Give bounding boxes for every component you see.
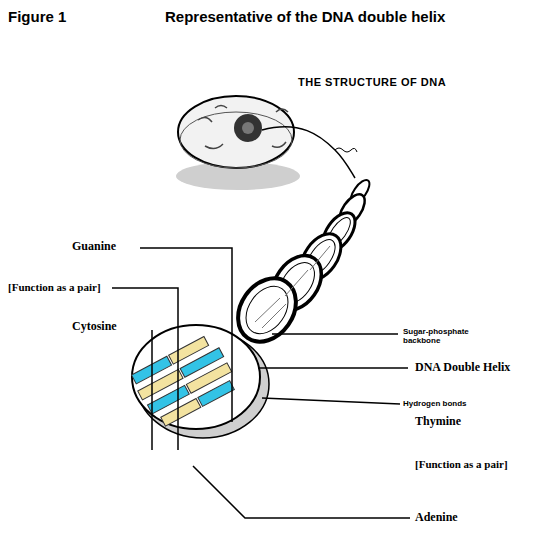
- part-label: Hydrogen bonds: [403, 399, 467, 408]
- cell-membrane: [180, 112, 292, 168]
- base-label: Guanine: [72, 240, 116, 254]
- base-label: Cytosine: [72, 320, 117, 334]
- part-label: DNA Double Helix: [415, 361, 510, 375]
- disk-face: [132, 325, 260, 429]
- strand-coil: [335, 148, 357, 152]
- figure-number: Figure 1: [8, 8, 66, 25]
- base-label: Thymine: [415, 415, 461, 429]
- figure-title: Representative of the DNA double helix: [165, 8, 445, 25]
- part-label: Sugar-phosphate backbone: [403, 327, 483, 345]
- pair-note: [Function as a pair]: [8, 281, 101, 294]
- base-label: Adenine: [415, 511, 458, 525]
- helix-ribbons: [226, 177, 373, 353]
- pair-note: [Function as a pair]: [415, 458, 508, 471]
- helix-stripes: [255, 246, 330, 328]
- base-pairs: [130, 333, 240, 430]
- cell-nucleus: [234, 114, 262, 142]
- leader-lines: [112, 248, 410, 518]
- cell-body: [178, 96, 294, 168]
- illustration-title: THE STRUCTURE OF DNA: [298, 76, 446, 89]
- nucleolus: [242, 122, 254, 134]
- chromatin-strand: [262, 127, 355, 178]
